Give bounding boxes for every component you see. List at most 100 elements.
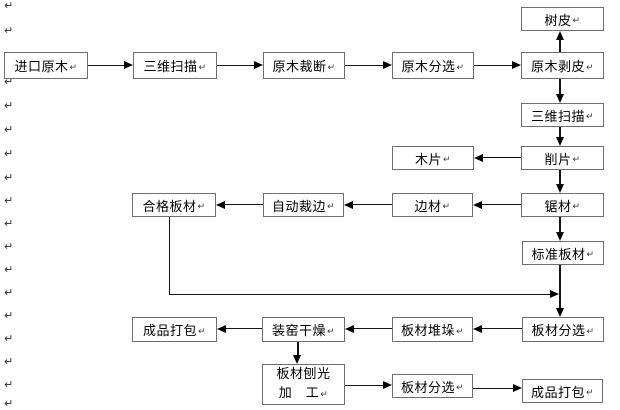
return-mark-icon: ↵: [442, 202, 451, 212]
node-finished-packing-2[interactable]: 成品打包↵: [522, 379, 603, 403]
node-board-sorting-1[interactable]: 板材分选↵: [522, 317, 604, 342]
node-label: 原木剥皮: [530, 60, 585, 75]
arrowhead-left: [216, 201, 225, 209]
paragraph-mark: ↵: [4, 147, 14, 160]
return-mark-icon: ↵: [455, 326, 465, 337]
paragraph-mark: ↵: [4, 194, 14, 207]
return-mark-icon: ↵: [197, 202, 206, 212]
node-chipping[interactable]: 削片↵: [521, 146, 604, 170]
arrowhead-down: [293, 355, 301, 364]
connector-line: [225, 204, 263, 205]
return-mark-icon: ↵: [326, 326, 336, 337]
return-mark-icon: ↵: [586, 250, 595, 260]
node-label: 板材分选: [531, 324, 586, 339]
paragraph-mark: ↵: [4, 75, 14, 88]
arrowhead-left: [473, 201, 482, 209]
connector-line: [474, 65, 512, 66]
node-auto-trimming[interactable]: 自动裁边↵: [263, 193, 344, 217]
return-mark-icon: ↵: [455, 383, 465, 393]
node-log-cutting[interactable]: 原木裁断↵: [263, 52, 345, 79]
node-log-debarking[interactable]: 原木剥皮↵: [521, 52, 604, 79]
connector-line: [217, 65, 254, 66]
return-mark-icon: ↵: [197, 326, 207, 337]
connector-line: [354, 328, 392, 329]
arrowhead-down: [556, 94, 564, 103]
node-label: 成品打包: [530, 385, 585, 401]
node-3d-scan-2[interactable]: 三维扫描↵: [521, 103, 604, 127]
paragraph-mark: ↵: [4, 123, 14, 136]
node-edge-material[interactable]: 边材↵: [392, 193, 473, 217]
node-standard-boards[interactable]: 标准板材↵: [522, 241, 604, 265]
node-imported-logs[interactable]: 进口原木↵: [4, 52, 88, 79]
arrowhead-right: [513, 384, 522, 392]
return-mark-icon: ↵: [456, 62, 465, 73]
node-label: 装窑干燥: [271, 324, 326, 339]
arrowhead-left: [217, 325, 226, 333]
arrowhead-left: [474, 154, 483, 162]
return-mark-icon: ↵: [585, 388, 595, 398]
node-board-sorting-2[interactable]: 板材分选↵: [392, 374, 473, 398]
return-mark-icon: ↵: [585, 112, 595, 122]
arrowhead-down: [556, 232, 564, 241]
connector-line: [559, 79, 561, 94]
arrowhead-right: [124, 61, 133, 69]
paragraph-mark: ↵: [4, 99, 14, 112]
node-label: 进口原木: [14, 60, 69, 75]
paragraph-mark: ↵: [4, 0, 14, 12]
paragraph-mark: ↵: [4, 171, 14, 184]
node-label: 边材: [414, 199, 442, 215]
node-bark[interactable]: 树皮↵: [521, 7, 604, 31]
connector-line: [345, 65, 383, 66]
node-label: 板材堆垛: [400, 324, 455, 339]
node-3d-scan-1[interactable]: 三维扫描↵: [133, 52, 217, 79]
connector-line: [559, 170, 561, 184]
paragraph-mark: ↵: [4, 217, 14, 230]
node-sawing[interactable]: 锯材↵: [521, 193, 604, 217]
node-label: 原木裁断: [272, 60, 327, 75]
connector-line: [297, 342, 299, 355]
paragraph-mark: ↵: [4, 309, 14, 322]
arrowhead-right: [512, 61, 521, 69]
node-kiln-drying[interactable]: 装窑干燥↵: [262, 317, 345, 342]
connector-line: [345, 385, 383, 386]
return-mark-icon: ↵: [572, 155, 581, 165]
node-label-line1: 板材刨光: [276, 366, 331, 382]
node-qualified-boards[interactable]: 合格板材↵: [132, 193, 216, 217]
arrowhead-right: [383, 61, 392, 69]
node-label: 原木分选: [401, 60, 456, 75]
node-label: 树皮: [544, 13, 572, 29]
paragraph-mark: ↵: [4, 378, 14, 391]
node-label-line2: 加 工: [278, 385, 320, 401]
return-mark-icon: ↵: [572, 202, 581, 212]
return-mark-icon: ↵: [572, 16, 581, 26]
node-label: 板材分选: [400, 380, 455, 396]
node-wood-chips[interactable]: 木片↵: [392, 146, 474, 170]
node-board-planing[interactable]: 板材刨光 加 工↵: [262, 364, 345, 405]
return-mark-icon: ↵: [198, 62, 207, 73]
connector-line: [473, 388, 513, 389]
node-label: 木片: [414, 152, 442, 168]
arrowhead-left: [344, 201, 353, 209]
arrowhead-up: [556, 31, 564, 40]
node-label: 自动裁边: [271, 199, 326, 215]
connector-line: [482, 204, 521, 205]
arrowhead-right: [254, 61, 263, 69]
node-board-stacking[interactable]: 板材堆垛↵: [392, 317, 473, 342]
node-finished-packing-1[interactable]: 成品打包↵: [132, 317, 217, 342]
node-label: 三维扫描: [530, 109, 585, 125]
return-mark-icon: ↵: [69, 62, 78, 73]
node-label: 标准板材: [531, 247, 586, 263]
node-log-sorting[interactable]: 原木分选↵: [392, 52, 474, 79]
connector-line: [559, 217, 561, 232]
node-label: 锯材: [544, 199, 572, 215]
return-mark-icon: ↵: [442, 155, 452, 165]
paragraph-mark: ↵: [4, 397, 14, 410]
return-mark-icon: ↵: [326, 202, 336, 212]
connector-line: [483, 157, 521, 158]
paragraph-mark: ↵: [4, 332, 14, 345]
node-label: 削片: [544, 152, 572, 168]
connector-line: [559, 40, 561, 52]
arrowhead-left: [345, 325, 354, 333]
connector-line: [88, 65, 124, 66]
